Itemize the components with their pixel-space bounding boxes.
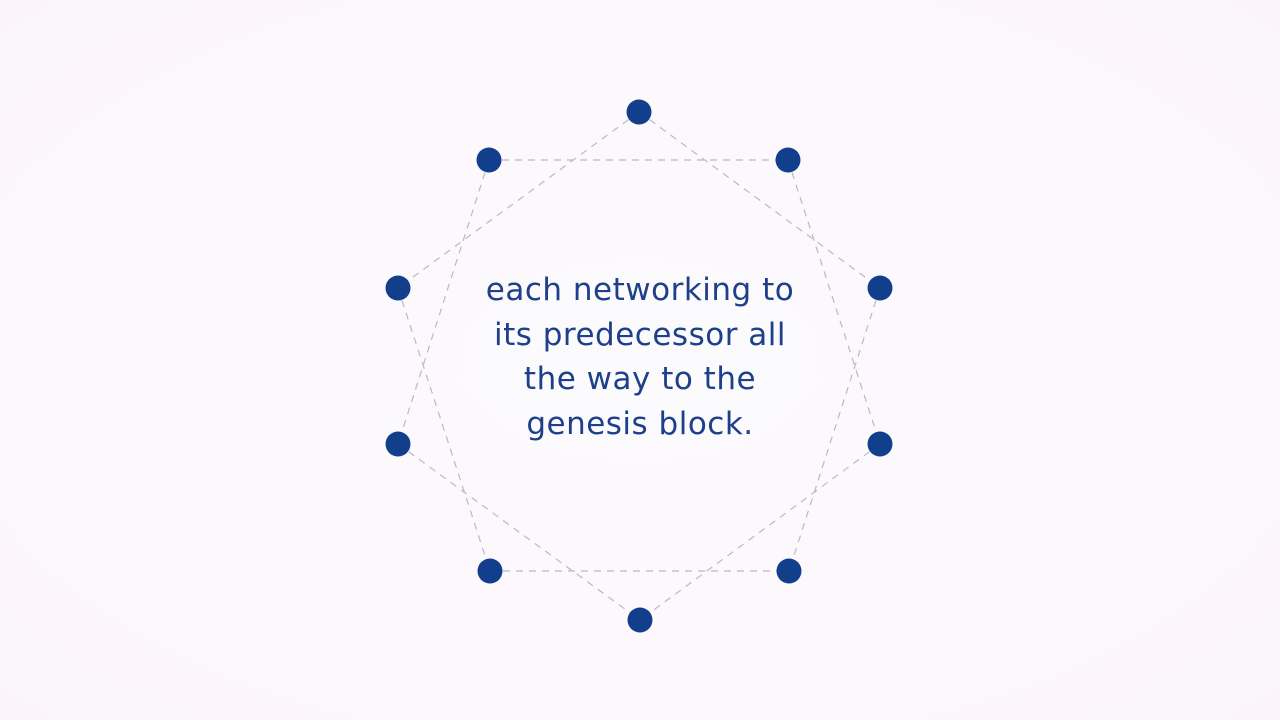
- edge-n5-n9: [397, 443, 641, 621]
- caption-line-3: the way to the: [523, 361, 757, 397]
- node-dot-n7: [477, 558, 503, 584]
- edge-n4-n8: [788, 287, 881, 572]
- node-dot-n0: [626, 99, 652, 125]
- node-dot-n6: [867, 431, 893, 457]
- edge-n1-n5: [397, 159, 490, 445]
- node-dot-n4: [867, 275, 893, 301]
- node-dot-n3: [385, 275, 411, 301]
- edge-n2-n6: [787, 159, 881, 445]
- caption: each networking to its predecessor all t…: [440, 268, 840, 446]
- nodes: [385, 99, 893, 633]
- edge-n0-n3: [397, 111, 640, 289]
- caption-line-1: each networking to: [485, 272, 795, 308]
- edge-n6-n9: [639, 443, 881, 621]
- edge-n0-n4: [638, 111, 881, 289]
- node-dot-n2: [775, 147, 801, 173]
- node-dot-n1: [476, 147, 502, 173]
- node-dot-n9: [627, 607, 653, 633]
- edges: [397, 111, 881, 621]
- node-dot-n5: [385, 431, 411, 457]
- node-dot-n8: [776, 558, 802, 584]
- caption-line-2: its predecessor all: [493, 316, 787, 353]
- caption-line-4: genesis block.: [526, 405, 754, 442]
- edge-n3-n7: [397, 287, 491, 572]
